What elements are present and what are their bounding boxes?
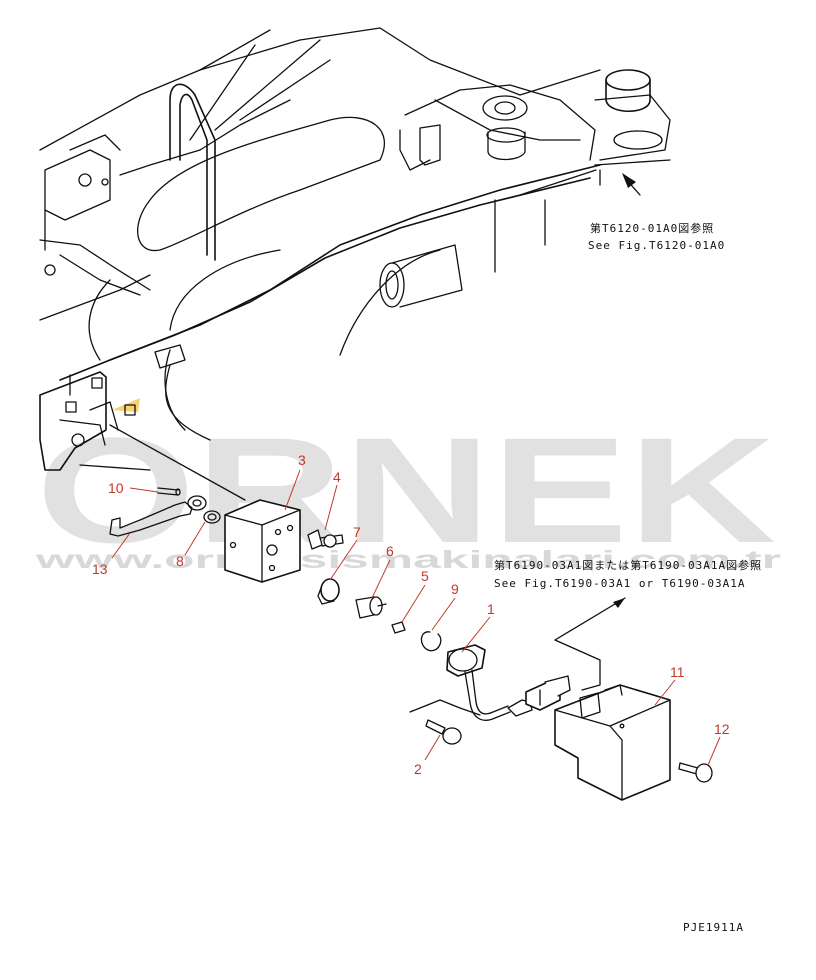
callout-1: 1 xyxy=(487,601,495,617)
reference-note-2-ja: 第T6190-03A1図または第T6190-03A1A図参照 xyxy=(494,558,762,572)
part-4-bolt xyxy=(307,529,344,550)
callout-13: 13 xyxy=(92,561,108,577)
callout-9: 9 xyxy=(451,581,459,597)
reference-arrow-lower xyxy=(613,598,625,608)
reference-notes: 第T6120-01A0図参照 See Fig.T6120-01A0 第T6190… xyxy=(494,221,762,590)
assembly-lines xyxy=(109,173,641,716)
watermark-url: www.orneksismakinalari.com.tr xyxy=(34,546,782,574)
part-3-block xyxy=(224,499,301,583)
part-8-washer xyxy=(203,510,221,524)
callout-7: 7 xyxy=(353,524,361,540)
part-2-bolt xyxy=(425,719,462,745)
harness-connector xyxy=(507,675,571,717)
callout-numbers: 3 4 7 6 5 9 1 2 10 8 13 11 12 xyxy=(92,452,730,777)
reference-note-1-en: See Fig.T6120-01A0 xyxy=(588,239,725,252)
part-12-bolt xyxy=(678,762,713,783)
watermark-brand: ORNEK xyxy=(36,406,776,574)
callout-6: 6 xyxy=(386,543,394,559)
reference-arrow-upper xyxy=(622,173,636,188)
watermark: ORNEK www.orneksismakinalari.com.tr xyxy=(34,398,782,574)
callout-2: 2 xyxy=(414,761,422,777)
callout-11: 11 xyxy=(670,664,685,680)
part-11-cover xyxy=(554,684,671,801)
part-13-lever xyxy=(109,495,207,537)
part-1-sensor xyxy=(446,644,511,721)
callout-3: 3 xyxy=(298,452,306,468)
callout-4: 4 xyxy=(333,469,341,485)
part-5-key xyxy=(391,621,406,634)
callout-leaders xyxy=(111,469,721,766)
callout-8: 8 xyxy=(176,553,184,569)
callout-5: 5 xyxy=(421,568,429,584)
callout-12: 12 xyxy=(714,721,730,737)
drawing-code: PJE1911A xyxy=(683,921,744,934)
reference-note-1-ja: 第T6120-01A0図参照 xyxy=(590,221,714,235)
part-6-actuator xyxy=(355,596,387,619)
reference-note-2-en: See Fig.T6190-03A1 or T6190-03A1A xyxy=(494,577,746,590)
part-9-snap-ring xyxy=(420,631,442,652)
boom-frame xyxy=(39,27,671,471)
callout-10: 10 xyxy=(108,480,124,496)
part-7-nut xyxy=(317,578,340,605)
part-10-pin xyxy=(157,487,181,496)
